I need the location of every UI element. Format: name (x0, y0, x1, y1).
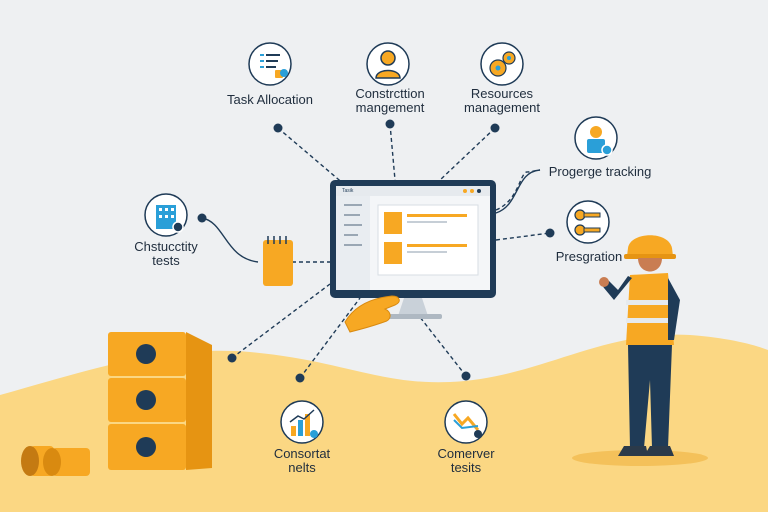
label-integration: Presgration (555, 249, 623, 264)
label-productivity-line1: Chstucctity (134, 239, 198, 254)
node-productivity-tests (144, 193, 188, 237)
orange-glove (344, 295, 400, 333)
bar-chart-icon (289, 409, 318, 438)
label-comerver-tests: Comerver tesits (416, 447, 516, 475)
monitor-tab-text: Tasik (342, 188, 354, 194)
label-construction-management: Constrcttion mangement (340, 87, 440, 115)
building-icon (156, 205, 184, 233)
person-badge-icon (587, 126, 613, 156)
connector-left-bottom (231, 283, 331, 359)
computer-monitor (330, 180, 496, 319)
connector-lines (231, 123, 551, 379)
connector-construction (389, 123, 396, 181)
label-comerver-line1: Comerver (437, 446, 495, 461)
label-construction-line2: mangement (355, 100, 425, 115)
node-resources-management (480, 42, 524, 86)
node-construction-management (366, 42, 410, 86)
connector-progress-curve (495, 169, 541, 214)
keys-icon (574, 209, 601, 236)
gears-icon (489, 51, 516, 77)
connector-integration (495, 232, 551, 241)
label-consortal-line1: Consortat (273, 446, 331, 461)
connector-task-allocation (277, 127, 346, 186)
trend-arrow-icon (452, 413, 482, 438)
label-resources-line1: Resources (470, 86, 534, 101)
connector-consortal (299, 297, 361, 379)
connector-dots (197, 119, 555, 383)
connector-resources (439, 127, 496, 181)
label-progress-tracking: Progerge tracking (548, 164, 652, 179)
orange-cabinet (108, 332, 212, 470)
label-comerver-line2: tesits (450, 460, 482, 475)
pipes (21, 446, 90, 476)
label-construction-line1: Constrcttion (355, 86, 425, 101)
connector-progress (495, 169, 541, 211)
connector-productivity-curve (201, 217, 259, 263)
node-progress-tracking (574, 116, 618, 160)
node-task-allocation (248, 42, 292, 86)
worker-avatar-icon (375, 50, 401, 79)
worker-shadow (572, 450, 708, 466)
label-consortal-tests: Consortat nelts (252, 447, 352, 475)
construction-worker (599, 235, 680, 456)
node-integration (566, 200, 610, 244)
label-consortal-line2: nelts (288, 460, 316, 475)
label-task-allocation: Task Allocation (227, 92, 313, 107)
notepad (263, 236, 293, 286)
label-resources-management: Resources management (452, 87, 552, 115)
connector-comerver (404, 297, 467, 377)
label-productivity-tests: Chstucctity tests (120, 240, 212, 268)
checklist-icon (260, 54, 288, 78)
node-comerver-tests (444, 400, 488, 444)
node-consortal-tests (280, 400, 324, 444)
label-productivity-line2: tests (152, 253, 180, 268)
label-resources-line2: management (464, 100, 540, 115)
